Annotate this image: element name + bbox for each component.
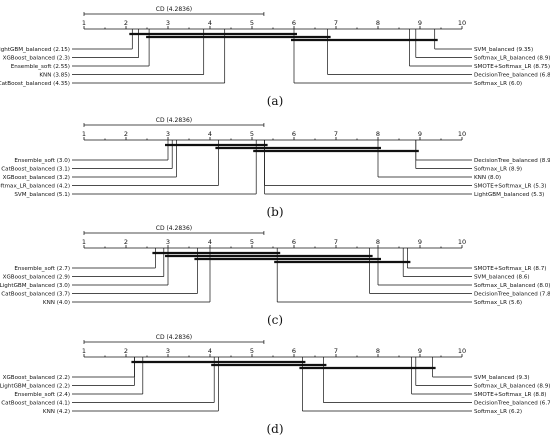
panel-c-method-label: SMOTE+Softmax_LR (8.7): [474, 266, 546, 272]
panel-d-label: (d): [266, 422, 283, 436]
panel-a-tick-label: 3: [166, 19, 170, 27]
panel-b-method-label: KNN (8.0): [474, 175, 501, 181]
panel-d-tick-label: 5: [250, 347, 254, 355]
panel-b-method-label: SVM_balanced (5.1): [14, 192, 70, 198]
panel-d-method-label: Ensemble_soft (2.4): [14, 392, 70, 398]
panel-b-tick-label: 9: [418, 130, 422, 138]
panel-d-tick-label: 9: [418, 347, 422, 355]
panel-d-tick-label: 6: [292, 347, 296, 355]
panel-b-tick-label: 2: [124, 130, 128, 138]
panel-a-method-label: CatBoost_balanced (4.35): [0, 81, 70, 87]
panel-c-method-label: DecisionTree_balanced (7.8): [474, 292, 550, 298]
panel-c-tick-label: 8: [376, 238, 380, 246]
panel-a-method-label: SVM_balanced (9.35): [474, 47, 533, 53]
panel-c-method-label: CatBoost_balanced (3.7): [1, 292, 70, 298]
panel-a-tick-label: 9: [418, 19, 422, 27]
panel-c-tick-label: 2: [124, 238, 128, 246]
panel-a-tick-label: 1: [82, 19, 86, 27]
panel-d-tick-label: 10: [458, 347, 466, 355]
panel-a-method-label: XGBoost_balanced (2.3): [3, 56, 70, 62]
panel-b-tick-label: 7: [334, 130, 338, 138]
panel-d-method-label: Softmax_LR (6.2): [474, 409, 522, 415]
panel-b-method-label: DecisionTree_balanced (8.9): [474, 158, 550, 164]
panel-d-tick-label: 3: [166, 347, 170, 355]
panel-d-method-label: CatBoost_balanced (4.1): [1, 401, 70, 407]
panel-c-tick-label: 7: [334, 238, 338, 246]
panel-a-method-label: KNN (3.85): [39, 73, 70, 79]
panel-c-method-label: Softmax_LR_balanced (8.0): [474, 283, 550, 289]
panel-b-method-label: Softmax_LR (8.9): [474, 167, 522, 173]
panel-b-tick-label: 10: [458, 130, 466, 138]
panel-a-tick-label: 5: [250, 19, 254, 27]
panel-b-method-label: SMOTE+Softmax_LR (5.3): [474, 184, 546, 190]
panel-a-tick-label: 7: [334, 19, 338, 27]
panel-b-label: (b): [266, 205, 283, 219]
panel-d-method-label: DecisionTree_balanced (6.7): [474, 401, 550, 407]
panel-b-cd-label: CD (4.2836): [156, 117, 192, 124]
panel-b-tick-label: 1: [82, 130, 86, 138]
panel-a-method-label: Softmax_LR (6.0): [474, 81, 522, 87]
panel-c-tick-label: 6: [292, 238, 296, 246]
panel-d-tick-label: 2: [124, 347, 128, 355]
panel-c-method-label: LightGBM_balanced (3.0): [0, 283, 70, 289]
panel-c-tick-label: 10: [458, 238, 466, 246]
panel-a-tick-label: 4: [208, 19, 212, 27]
panel-c-method-label: Ensemble_soft (2.7): [14, 266, 70, 272]
panel-a-tick-label: 8: [376, 19, 380, 27]
panel-a-method-label: DecisionTree_balanced (6.8): [474, 73, 550, 79]
panel-c-cd-label: CD (4.2836): [156, 225, 192, 232]
panel-a-method-label: SMOTE+Softmax_LR (8.75): [474, 64, 550, 70]
panel-d-method-label: LightGBM_balanced (2.2): [0, 384, 70, 390]
panel-d-method-label: SMOTE+Softmax_LR (8.8): [474, 392, 546, 398]
panel-a-tick-label: 2: [124, 19, 128, 27]
panel-b-tick-label: 5: [250, 130, 254, 138]
panel-b-method-label: Ensemble_soft (3.0): [14, 158, 70, 164]
panel-c-tick-label: 4: [208, 238, 212, 246]
panel-b-method-label: Softmax_LR_balanced (4.2): [0, 184, 70, 190]
panel-c-tick-label: 3: [166, 238, 170, 246]
panel-c-method-label: Softmax_LR (5.6): [474, 300, 522, 306]
panel-c-method-label: SVM_balanced (8.6): [474, 275, 530, 281]
panel-c-label: (c): [267, 313, 283, 327]
panel-a-label: (a): [267, 94, 284, 108]
panel-c-tick-label: 9: [418, 238, 422, 246]
panel-c-tick-label: 1: [82, 238, 86, 246]
panel-d-tick-label: 1: [82, 347, 86, 355]
panel-b-tick-label: 3: [166, 130, 170, 138]
panel-b-method-label: CatBoost_balanced (3.1): [1, 167, 70, 173]
panel-d-method-label: Softmax_LR_balanced (8.9): [474, 384, 550, 390]
panel-b-method-label: XGBoost_balanced (3.2): [3, 175, 70, 181]
panel-a-method-label: Softmax_LR_balanced (8.9): [474, 56, 550, 62]
panel-c-method-label: XGBoost_balanced (2.9): [3, 275, 70, 281]
panel-d-tick-label: 7: [334, 347, 338, 355]
panel-d-tick-label: 8: [376, 347, 380, 355]
panel-c-tick-label: 5: [250, 238, 254, 246]
panel-d-method-label: XGBoost_balanced (2.2): [3, 375, 70, 381]
panel-b-tick-label: 6: [292, 130, 296, 138]
panel-d-method-label: SVM_balanced (9.3): [474, 375, 530, 381]
panel-d-method-label: KNN (4.2): [43, 409, 70, 415]
panel-a-method-label: Ensemble_soft (2.55): [11, 64, 70, 70]
panel-b-method-label: LightGBM_balanced (5.3): [474, 192, 544, 198]
panel-b-tick-label: 8: [376, 130, 380, 138]
panel-b-tick-label: 4: [208, 130, 212, 138]
panel-c-method-label: KNN (4.0): [43, 300, 70, 306]
panel-d-cd-label: CD (4.2836): [156, 334, 192, 341]
panel-a-cd-label: CD (4.2836): [156, 6, 192, 13]
panel-a-method-label: LightGBM_balanced (2.15): [0, 47, 70, 53]
panel-a-tick-label: 10: [458, 19, 466, 27]
panel-a-tick-label: 6: [292, 19, 296, 27]
panel-d-tick-label: 4: [208, 347, 212, 355]
